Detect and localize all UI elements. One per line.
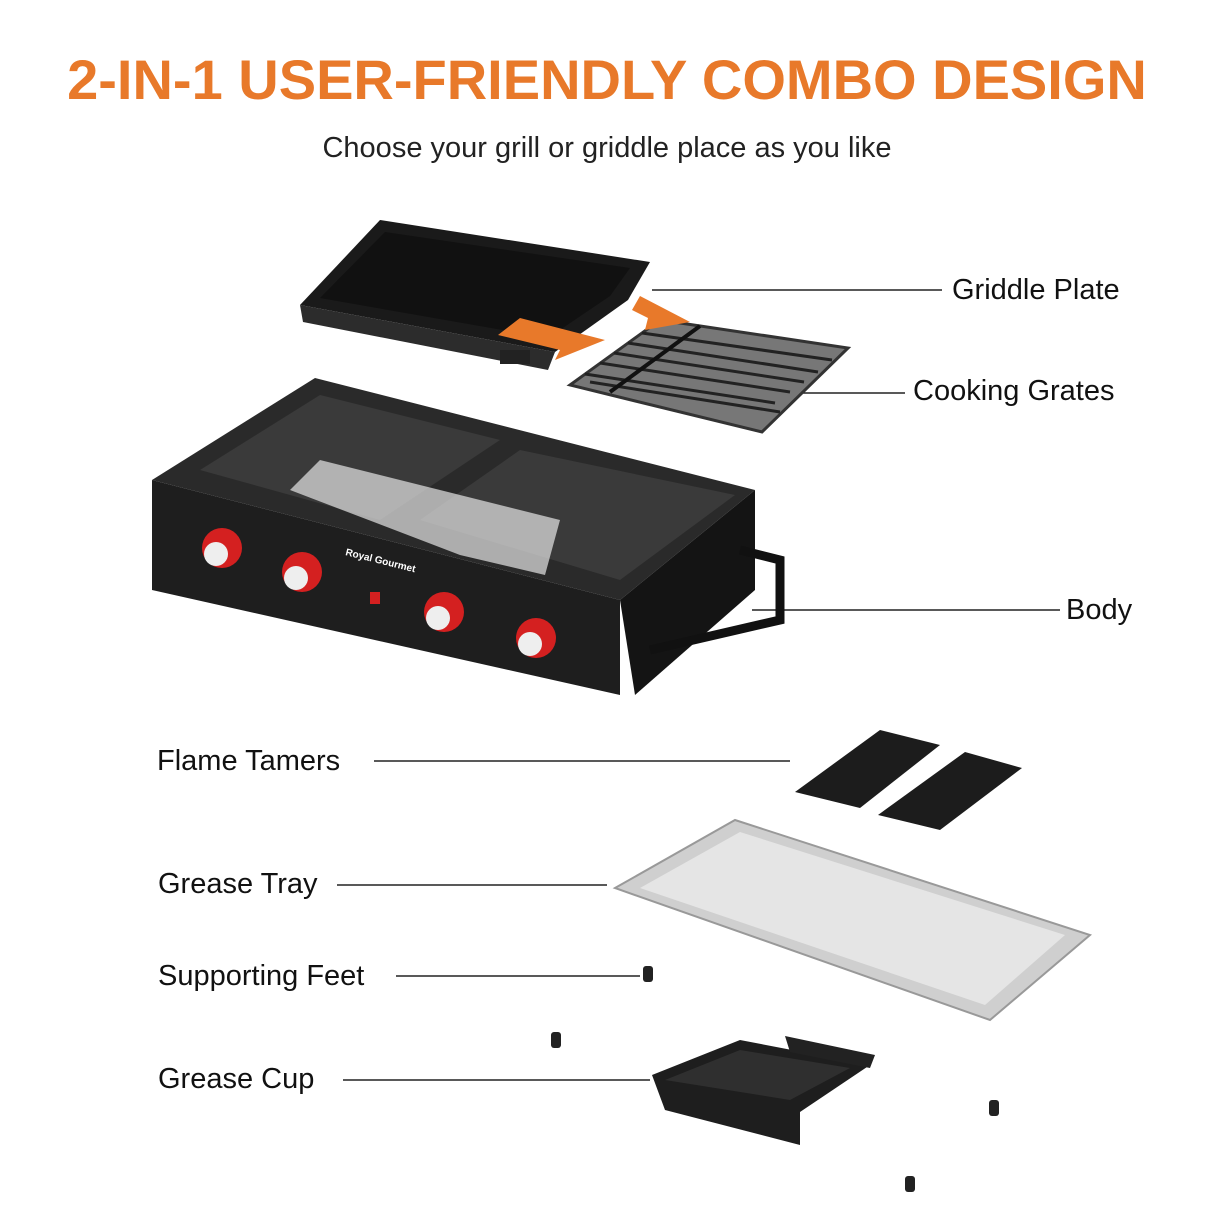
- page-title: 2-IN-1 USER-FRIENDLY COMBO DESIGN: [67, 48, 1147, 111]
- cooking-grates-image: [566, 318, 852, 434]
- label-cooking-grates: Cooking Grates: [913, 375, 1115, 407]
- label-body: Body: [1066, 594, 1133, 626]
- griddle-plate-image: [300, 220, 650, 370]
- label-grease-cup: Grease Cup: [158, 1063, 315, 1095]
- label-grease-tray: Grease Tray: [158, 868, 318, 900]
- swap-arrows-icon: [498, 296, 690, 360]
- label-supporting-feet: Supporting Feet: [158, 960, 365, 992]
- flame-tamers-image: [795, 730, 1022, 830]
- supporting-feet-image: [551, 966, 999, 1192]
- grill-body-image: Royal Gourmet: [152, 378, 785, 695]
- label-flame-tamers: Flame Tamers: [157, 745, 341, 777]
- label-griddle-plate: Griddle Plate: [952, 274, 1120, 306]
- grease-tray-image: [612, 818, 1093, 1022]
- grease-cup-image: [652, 1036, 875, 1145]
- leader-lines: [337, 289, 1060, 1081]
- page-subtitle: Choose your grill or griddle place as yo…: [322, 132, 892, 164]
